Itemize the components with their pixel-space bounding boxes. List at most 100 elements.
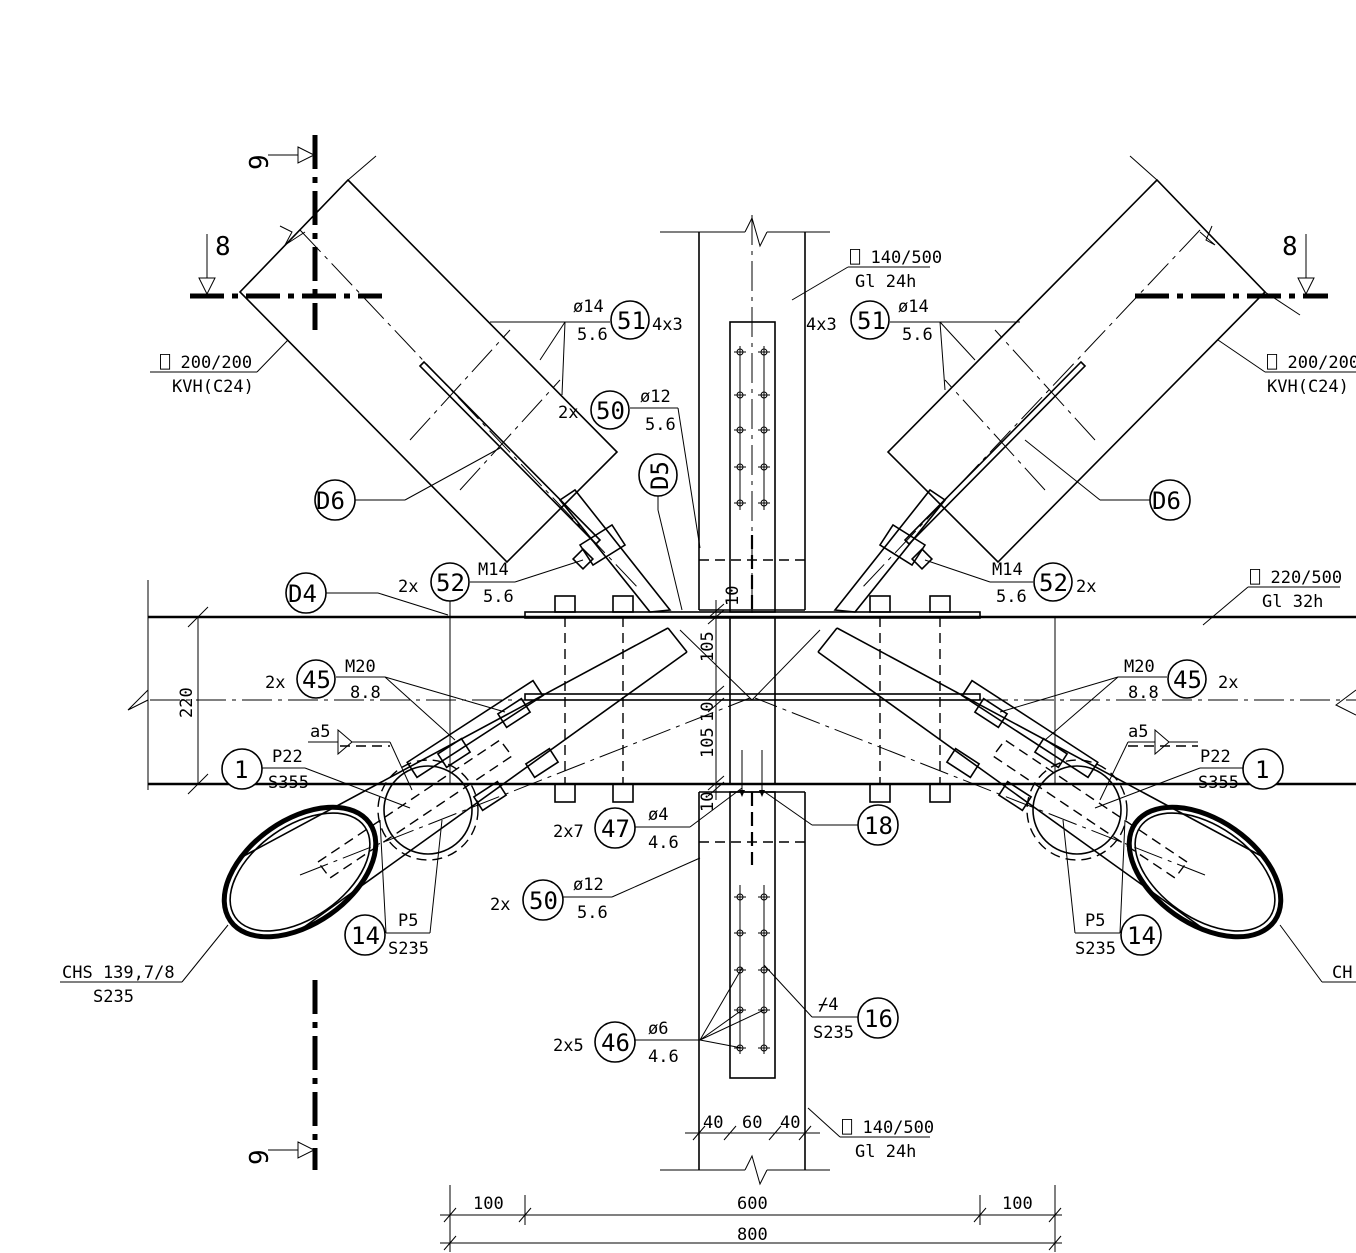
strut-right-profile: ⎕ 200/200: [1267, 353, 1356, 373]
dowel-marker: [734, 461, 746, 473]
chs-left-profile: CHS 139,7/8: [62, 963, 175, 983]
callout-D4: D4: [285, 572, 449, 616]
callout-51-right-count: 4x3: [806, 315, 837, 335]
dowel-marker: [758, 891, 770, 903]
callout-51-left-bottom: 5.6: [577, 325, 608, 345]
callout-45-left-top: M20: [345, 657, 376, 677]
callout-50-top-count: 2x: [558, 403, 578, 423]
callout-51-left-count: 4x3: [652, 315, 683, 335]
dowel-marker: [734, 497, 746, 509]
dowel-marker: [758, 346, 770, 358]
member-label-beam: ⎕ 220/500 Gl 32h: [1202, 568, 1342, 626]
callout-51-left-top: ø14: [573, 297, 604, 317]
callout-45-right-count: 2x: [1218, 673, 1238, 693]
callout-47: 47 ø4 4.6 2x7: [553, 787, 743, 853]
weld-right: a5: [1099, 722, 1198, 801]
callout-50-bottom-top: ø12: [573, 875, 604, 895]
callout-14-right-bottom: S235: [1075, 939, 1116, 959]
dim-plate-mid: 600: [737, 1194, 768, 1214]
callout-14-left-id: 14: [351, 922, 380, 950]
callout-47-id: 47: [601, 815, 630, 843]
callout-45-left: 45 M20 8.8 2x: [265, 657, 506, 741]
dim-lower-half: 105: [698, 727, 718, 758]
section-line-9: 9 9: [245, 135, 318, 1170]
callout-16-id: 16: [864, 1005, 893, 1033]
chs-brace-right: [754, 627, 1284, 940]
callout-52-left-id: 52: [436, 569, 465, 597]
callout-45-right-top: M20: [1124, 657, 1155, 677]
callout-D4-id: D4: [288, 580, 317, 608]
weld-left-size: a5: [310, 722, 330, 742]
callout-52-right: 52 M14 5.6 2x: [924, 559, 1096, 607]
callout-1-right-id: 1: [1255, 756, 1269, 784]
callout-52-right-id: 52: [1039, 569, 1068, 597]
callout-14-right-top: P5: [1085, 911, 1105, 931]
section-label-9-top: 9: [245, 154, 275, 170]
dowels-top: [734, 346, 770, 509]
beam-profile: ⎕ 220/500: [1250, 568, 1342, 588]
callout-51-right-id: 51: [857, 307, 886, 335]
callout-51-left: 51 ø14 5.6 4x3: [490, 297, 683, 396]
strut-right-grade: KVH(C24): [1267, 377, 1349, 397]
weld-left: a5: [308, 722, 413, 791]
dowel-marker: [734, 346, 746, 358]
callout-14-right: 14 P5 S235: [1062, 819, 1162, 959]
callout-52-right-count: 2x: [1076, 577, 1096, 597]
dim-edge-left: 40: [703, 1113, 723, 1133]
member-label-post-top: ⎕ 140/500 Gl 24h: [791, 248, 942, 301]
callout-51-right-top: ø14: [898, 297, 929, 317]
callout-16: 16 ⌿4 S235: [763, 964, 899, 1043]
callout-50-top: 50 ø12 5.6 2x: [558, 387, 701, 549]
callout-52-left-bottom: 5.6: [483, 587, 514, 607]
knife-plate-core: [729, 616, 776, 785]
strut-left-grade: KVH(C24): [172, 377, 254, 397]
strut-left: [238, 155, 672, 613]
chs-brace-left: [221, 627, 751, 940]
member-label-chs-left: CHS 139,7/8 S235: [60, 924, 229, 1007]
dowel-marker: [734, 927, 746, 939]
callout-50-top-id: 50: [596, 397, 625, 425]
member-label-post-bottom: ⎕ 140/500 Gl 24h: [807, 1107, 934, 1162]
callout-50-bottom-count: 2x: [490, 895, 510, 915]
callout-50-bottom-bottom: 5.6: [577, 903, 608, 923]
callout-51-left-id: 51: [617, 307, 646, 335]
callout-D5: D5: [638, 453, 683, 611]
callout-50-bottom-id: 50: [529, 887, 558, 915]
callout-52-right-bottom: 5.6: [996, 587, 1027, 607]
callout-50-top-diam: ø12: [640, 387, 671, 407]
callout-1-right-bottom: S355: [1198, 773, 1239, 793]
callout-18: 18: [761, 789, 899, 846]
beam-height-dimension: 220: [177, 606, 209, 795]
dim-220: 220: [177, 687, 197, 718]
callout-50-bottom: 50 ø12 5.6 2x: [490, 857, 701, 923]
callout-47-count: 2x7: [553, 822, 584, 842]
dowel-marker: [758, 461, 770, 473]
callout-52-left-count: 2x: [398, 577, 418, 597]
callout-1-left-id: 1: [234, 756, 248, 784]
dowel-marker: [758, 389, 770, 401]
callout-47-top: ø4: [648, 805, 668, 825]
dowel-marker: [758, 927, 770, 939]
callout-18-id: 18: [864, 812, 893, 840]
callout-D6-right: D6: [1024, 439, 1191, 521]
callout-46-bottom: 4.6: [648, 1047, 679, 1067]
dim-plate-total: 800: [737, 1225, 768, 1245]
callout-45-right-id: 45: [1173, 666, 1202, 694]
dim-plate-right: 100: [1002, 1194, 1033, 1214]
post-width-dimension: 40 60 40: [685, 1113, 820, 1141]
callout-D5-id: D5: [646, 461, 674, 490]
callout-14-left: 14 P5 S235: [344, 819, 443, 959]
dowel-marker: [758, 1042, 770, 1054]
callout-46-id: 46: [601, 1029, 630, 1057]
dowel-marker: [758, 497, 770, 509]
knife-plate-bottom: [729, 791, 776, 1079]
callout-52-right-top: M14: [992, 560, 1023, 580]
callout-D6-left: D6: [314, 447, 501, 521]
callout-51-right-bottom: 5.6: [902, 325, 933, 345]
dowel-marker: [734, 389, 746, 401]
vertical-post-top: [660, 215, 830, 617]
callout-14-right-id: 14: [1127, 922, 1156, 950]
callout-1-right: 1 P22 S355: [1094, 747, 1284, 809]
weld-right-size: a5: [1128, 722, 1148, 742]
member-label-strut-right: ⎕ 200/200 KVH(C24): [1217, 339, 1356, 397]
